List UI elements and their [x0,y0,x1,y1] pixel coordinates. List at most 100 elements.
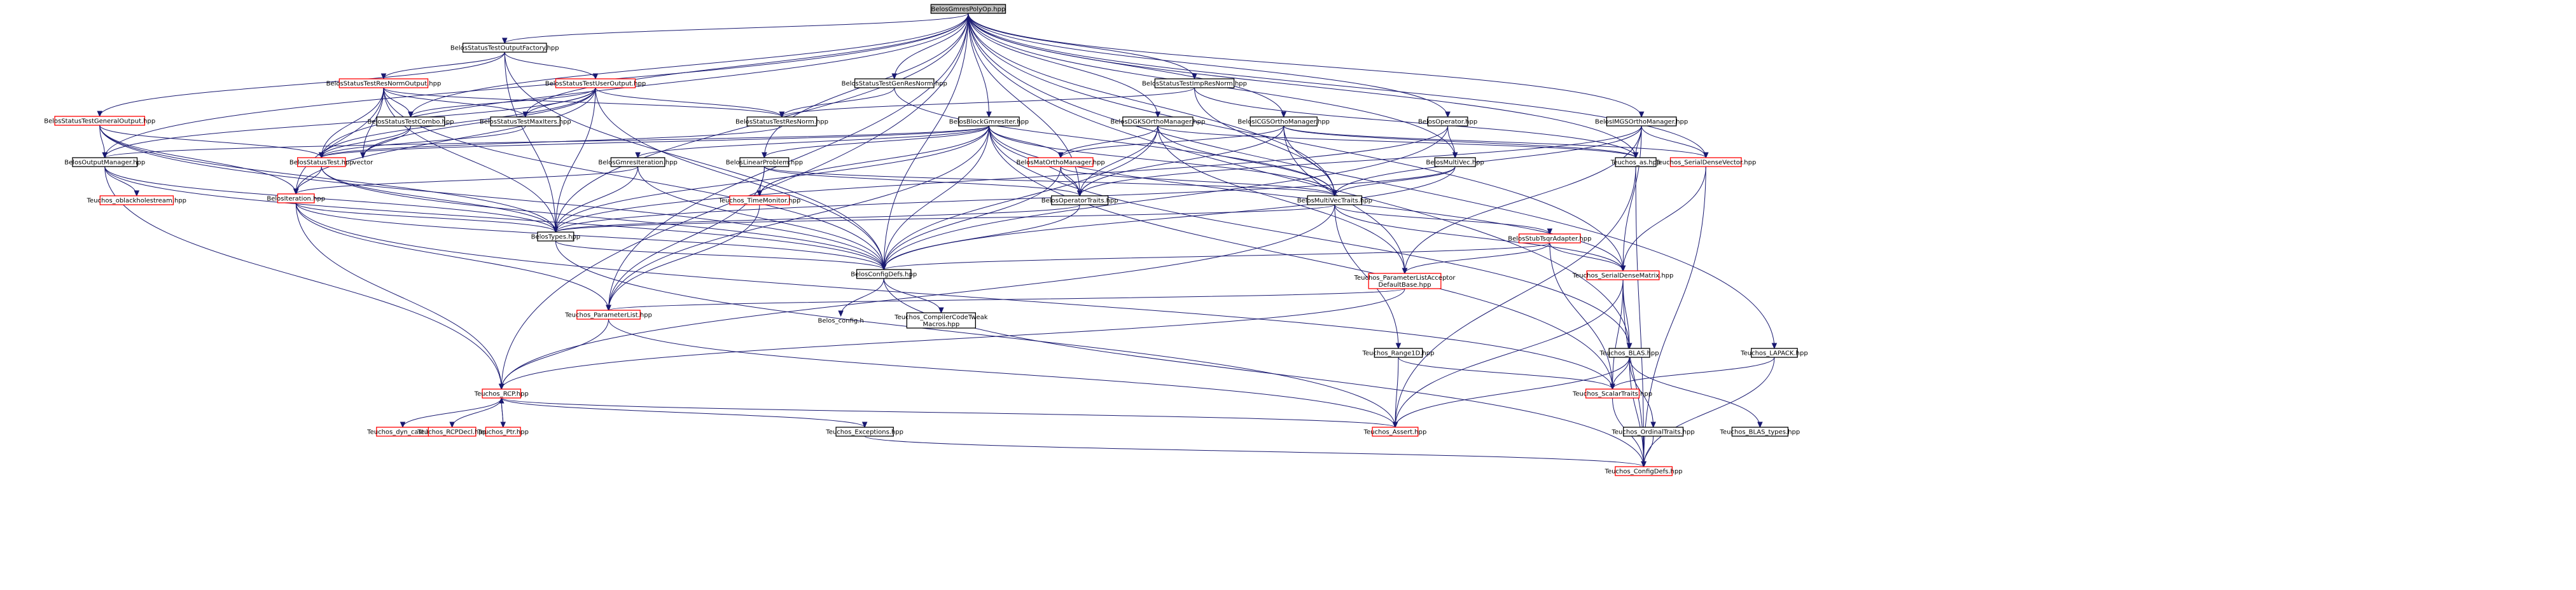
node-mv[interactable]: BelosMultiVec.hpp [1426,157,1484,167]
node-box [1751,348,1798,358]
edge-root-to-sdmat [968,13,1626,272]
edge-plist-to-rcp [498,319,609,390]
node-cfg[interactable]: BelosConfigDefs.hpp [851,269,917,279]
node-stofac[interactable]: BelosStatusTestOutputFactory.hpp [450,43,559,53]
edge-userout-to-stresnorm [595,87,785,118]
node-matortho[interactable]: BelosMatOrthoManager.hpp [1017,157,1105,167]
node-imgs[interactable]: BelosIMGSOrthoManager.hpp [1595,116,1688,127]
node-sdvec[interactable]: Teuchos_SerialDenseVector.hpp [1655,157,1756,167]
node-box [1374,348,1423,358]
node-dgks[interactable]: BelosDGKSOrthoManager.hpp [1110,116,1205,127]
node-label: BelosStatusTestImpResNorm.hpp [1142,81,1247,88]
node-stsqr[interactable]: BelosStubTsqrAdapter.hpp [1508,233,1591,244]
edge-root-to-stofac [501,13,969,45]
node-blastypes[interactable]: Teuchos_BLAS_types.hpp [1720,427,1800,437]
node-ordtr[interactable]: Teuchos_OrdinalTraits.hpp [1612,427,1695,437]
node-oblack[interactable]: Teuchos_oblackholestream.hpp [87,195,186,205]
edge-cfg-to-cctm [883,278,944,314]
node-label: BelosOutputManager.hpp [64,160,145,167]
node-box [835,427,894,437]
node-userout[interactable]: BelosStatusTestUserOutput.hpp [545,78,646,88]
node-blas[interactable]: Teuchos_BLAS.hpp [1599,348,1659,358]
node-tmon[interactable]: Teuchos_TimeMonitor.hpp [718,195,800,205]
node-rnout[interactable]: BelosStatusTestResNormOutput.hpp [326,78,442,88]
node-box [1615,466,1673,476]
node-icgs[interactable]: BelosICGSOrthoManager.hpp [1237,116,1330,127]
edge-stmaxit-to-stest [319,125,526,159]
node-stresnorm[interactable]: BelosStatusTestResNorm.hpp [735,116,828,127]
node-exc[interactable]: Teuchos_Exceptions.hpp [825,427,903,437]
edge-types-to-assert [555,240,1398,429]
node-box [482,388,522,399]
edge-gmiter-to-iter [293,166,639,195]
node-label: BelosStatusTestMaxIters.hpp [480,119,571,126]
node-sdmat[interactable]: Teuchos_SerialDenseMatrix.hpp [1572,270,1674,280]
node-plist[interactable]: Teuchos_ParameterList.hpp [564,310,652,320]
node-linprob[interactable]: BelosLinearProblem.hpp [726,157,803,167]
node-box [1623,427,1684,437]
edge-bgsolver-to-linprob [762,125,989,159]
node-label: BelosLinearProblem.hpp [726,160,803,167]
edge-imgs-to-mvt [1332,125,1642,197]
node-label: Teuchos_RCPDecl.hpp [417,429,487,436]
edge-blas-to-blastypes [1629,357,1763,429]
node-root[interactable]: BelosGmresPolyOp.hpp [930,4,1006,14]
edge-rcp-to-assert [501,397,1398,429]
node-rcpdecl[interactable]: Teuchos_RCPDecl.hpp [417,427,487,437]
node-label: Teuchos_TimeMonitor.hpp [718,198,800,205]
edge-plad-to-plist [606,288,1405,312]
edge-bgsolver-to-gmiter [635,125,989,159]
node-genresnorm[interactable]: BelosStatusTestGenResNorm.hpp [842,78,947,88]
edge-plist-to-assert [608,319,1398,429]
node-range[interactable]: Teuchos_Range1D.hpp [1361,348,1435,358]
node-label: Teuchos_BLAS_types.hpp [1720,429,1800,436]
node-label: BelosStatusTestGeneralOutput.hpp [44,118,155,125]
edge-stsqr-to-plad [1402,242,1550,275]
node-assert[interactable]: Teuchos_Assert.hpp [1363,427,1427,437]
node-impresnorm[interactable]: BelosStatusTestImpResNorm.hpp [1142,78,1247,88]
node-stest[interactable]: BelosStatusTest.hpp [289,157,354,167]
node-label: BelosDGKSOrthoManager.hpp [1110,119,1205,126]
node-box [1585,388,1640,399]
edge-lapack-to-scalar [1610,357,1775,390]
node-box [99,195,174,205]
edge-stofac-to-rnout [380,51,505,80]
node-label: BelosStubTsqrAdapter.hpp [1508,236,1591,243]
node-mvt[interactable]: BelosMultiVecTraits.hpp [1297,195,1372,205]
node-asstr[interactable]: Teuchos_as.hpp [1610,157,1661,167]
node-stcombo[interactable]: BelosStatusTestCombo.hpp [368,116,454,127]
node-types[interactable]: BelosTypes.hpp [531,231,581,242]
node-op[interactable]: BelosOperator.hpp [1418,116,1477,127]
edge-stsqr-to-cfg [881,242,1550,271]
node-tcfg[interactable]: Teuchos_ConfigDefs.hpp [1605,466,1683,476]
node-genout[interactable]: BelosStatusTestGeneralOutput.hpp [44,116,155,126]
node-outmgr[interactable]: BelosOutputManager.hpp [64,157,145,167]
node-stmaxit[interactable]: BelosStatusTestMaxIters.hpp [480,116,571,127]
node-label: BelosIteration.hpp [267,196,325,203]
edge-range-to-scalar [1398,357,1615,390]
node-label: BelosGmresPolyOp.hpp [931,6,1006,13]
node-box [297,157,346,167]
edge-rnout-to-cfg [383,87,887,271]
edge-mvt-to-stsqr [1334,204,1553,235]
edge-bgsolver-to-plist [606,125,989,312]
node-box [54,116,146,126]
edge-root-to-op [968,13,1451,118]
edge-impresnorm-to-stresnorm [779,87,1195,118]
node-label: vector [353,160,374,167]
node-opt[interactable]: BelosOperatorTraits.hpp [1041,195,1118,205]
edge-root-to-cfg [881,13,969,271]
node-ptr[interactable]: Teuchos_Ptr.hpp [477,427,529,437]
edge-imgs-to-sdvec [1641,125,1709,159]
node-lapack[interactable]: Teuchos_LAPACK.hpp [1740,348,1808,358]
node-rcp[interactable]: Teuchos_RCP.hpp [474,388,529,399]
node-bgsolver[interactable]: BelosBlockGmresIter.hpp [949,116,1029,127]
node-iter[interactable]: BelosIteration.hpp [267,193,325,203]
node-box [1122,116,1194,127]
node-gmiter[interactable]: BelosGmresIteration.hpp [598,157,678,167]
node-scalar[interactable]: Teuchos_ScalarTraits.hpp [1572,388,1652,399]
edge-rcp-to-dyncast [400,397,502,429]
